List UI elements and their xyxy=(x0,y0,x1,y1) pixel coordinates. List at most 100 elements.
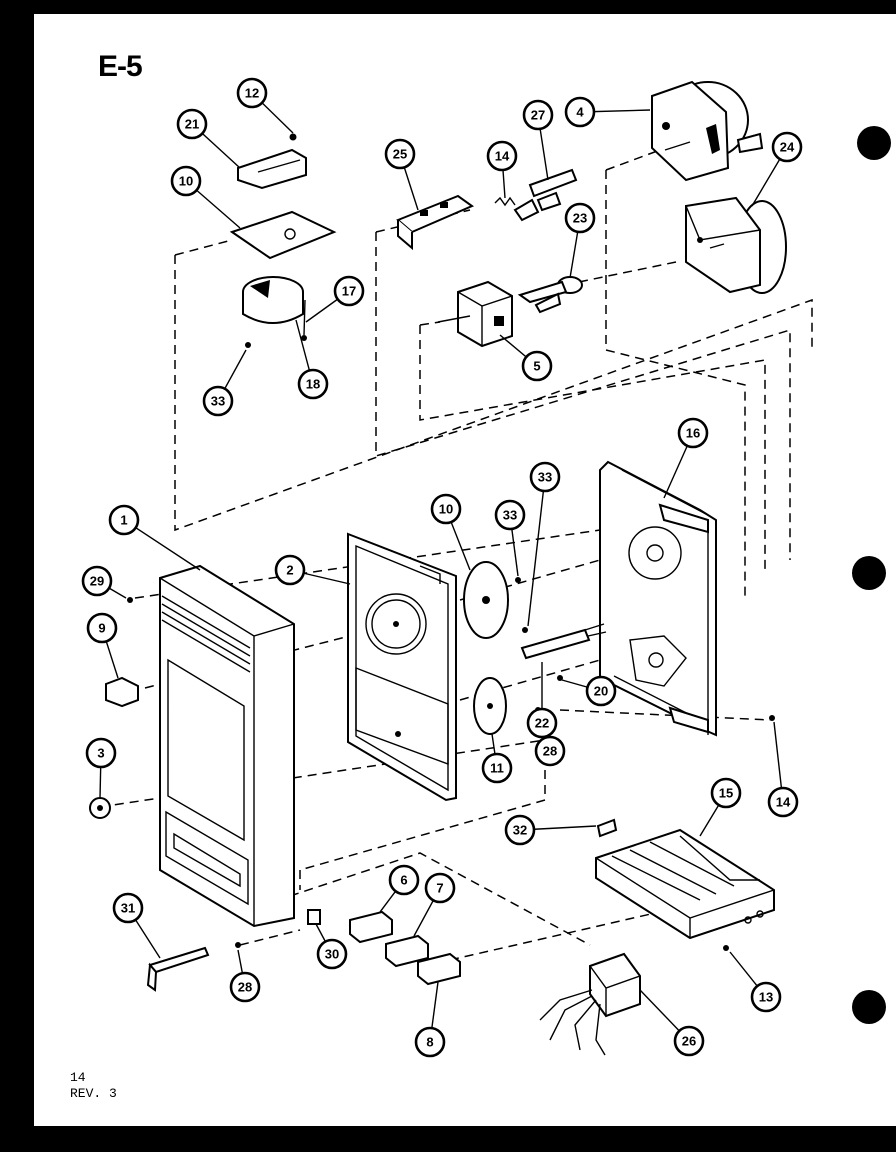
svg-text:11: 11 xyxy=(490,761,504,776)
footer-revision: REV. 3 xyxy=(70,1086,117,1101)
callout-7: 7 xyxy=(424,872,456,904)
base-15 xyxy=(595,818,775,940)
callout-13: 13 xyxy=(750,981,782,1013)
callout-29: 29 xyxy=(81,565,113,597)
paper-sheet xyxy=(34,14,896,1126)
svg-text:18: 18 xyxy=(306,377,320,392)
callout-31: 31 xyxy=(112,892,144,924)
callout-10-mid: 10 xyxy=(430,493,462,525)
svg-text:3: 3 xyxy=(97,746,104,761)
control-panel-2 xyxy=(347,532,457,802)
svg-text:28: 28 xyxy=(238,980,252,995)
motor-mount-18 xyxy=(242,276,307,348)
callout-23: 23 xyxy=(564,202,596,234)
callout-27: 27 xyxy=(522,99,554,131)
svg-text:27: 27 xyxy=(531,108,545,123)
callout-8: 8 xyxy=(414,1026,446,1058)
mounting-bracket-21 xyxy=(237,133,307,190)
svg-text:30: 30 xyxy=(325,947,339,962)
callout-1: 1 xyxy=(108,504,140,536)
binder-hole-bottom xyxy=(852,990,886,1024)
svg-text:21: 21 xyxy=(185,117,199,132)
svg-text:4: 4 xyxy=(576,105,584,120)
callout-22: 22 xyxy=(526,707,558,739)
svg-text:10: 10 xyxy=(439,502,453,517)
svg-text:12: 12 xyxy=(245,86,259,101)
svg-text:28: 28 xyxy=(543,744,557,759)
svg-text:31: 31 xyxy=(121,901,135,916)
terminal-block-26 xyxy=(539,952,641,1056)
binder-hole-top xyxy=(857,126,891,160)
svg-text:2: 2 xyxy=(286,563,293,578)
svg-text:32: 32 xyxy=(513,823,527,838)
svg-text:6: 6 xyxy=(400,873,407,888)
fuse-8 xyxy=(417,952,461,986)
callout-2: 2 xyxy=(274,554,306,586)
svg-text:33: 33 xyxy=(538,470,552,485)
clip-30 xyxy=(307,909,321,925)
dial-10 xyxy=(463,561,509,639)
callout-4: 4 xyxy=(564,96,596,128)
chassis-16 xyxy=(599,460,717,737)
callout-25: 25 xyxy=(384,138,416,170)
mounting-plate-10 xyxy=(229,210,337,260)
callout-26: 26 xyxy=(673,1025,705,1057)
callout-5: 5 xyxy=(521,350,553,382)
fuse-6 xyxy=(349,910,393,944)
svg-text:20: 20 xyxy=(594,684,608,699)
svg-text:13: 13 xyxy=(759,990,773,1005)
front-cabinet-1 xyxy=(159,564,295,928)
knob-3 xyxy=(89,797,111,819)
motor-4 xyxy=(651,80,764,182)
callout-28-mid: 28 xyxy=(534,735,566,767)
callout-11: 11 xyxy=(481,752,513,784)
heater-element-22 xyxy=(520,623,607,660)
fuse-holder-27 xyxy=(513,168,578,222)
svg-text:29: 29 xyxy=(90,574,104,589)
svg-text:8: 8 xyxy=(426,1035,433,1050)
svg-text:23: 23 xyxy=(573,211,587,226)
callout-6: 6 xyxy=(388,864,420,896)
svg-text:26: 26 xyxy=(682,1034,696,1049)
svg-text:7: 7 xyxy=(436,881,443,896)
svg-text:5: 5 xyxy=(533,359,540,374)
svg-text:17: 17 xyxy=(342,284,356,299)
callout-32: 32 xyxy=(504,814,536,846)
leader-lines xyxy=(96,92,788,1043)
callout-14-right: 14 xyxy=(767,786,799,818)
callout-20: 20 xyxy=(585,675,617,707)
callout-18: 18 xyxy=(297,368,329,400)
key-31 xyxy=(146,942,241,992)
callout-10-top: 10 xyxy=(170,165,202,197)
diagram-title: E-5 xyxy=(98,50,143,83)
callout-12: 12 xyxy=(236,77,268,109)
svg-text:24: 24 xyxy=(780,140,795,155)
callout-33-top: 33 xyxy=(202,385,234,417)
svg-text:33: 33 xyxy=(211,394,225,409)
callout-33-mid: 33 xyxy=(494,499,526,531)
callout-30: 30 xyxy=(316,938,348,970)
callout-14-top: 14 xyxy=(486,140,518,172)
svg-text:14: 14 xyxy=(495,149,510,164)
binder-hole-middle xyxy=(852,556,886,590)
svg-text:10: 10 xyxy=(179,174,193,189)
spring-14 xyxy=(494,196,516,207)
svg-text:14: 14 xyxy=(776,795,791,810)
switch-bracket-25 xyxy=(396,194,475,251)
footer-page-number: 14 xyxy=(70,1070,86,1085)
callout-21: 21 xyxy=(176,108,208,140)
callout-28-bottom: 28 xyxy=(229,971,261,1003)
svg-text:33: 33 xyxy=(503,508,517,523)
dial-11 xyxy=(473,677,507,735)
callout-16: 16 xyxy=(677,417,709,449)
svg-text:25: 25 xyxy=(393,147,407,162)
svg-text:16: 16 xyxy=(686,426,700,441)
callout-24: 24 xyxy=(771,131,803,163)
fuse-7 xyxy=(385,934,429,968)
callout-9: 9 xyxy=(86,612,118,644)
lever-23 xyxy=(517,276,583,314)
knob-9 xyxy=(105,676,139,708)
svg-text:22: 22 xyxy=(535,716,549,731)
